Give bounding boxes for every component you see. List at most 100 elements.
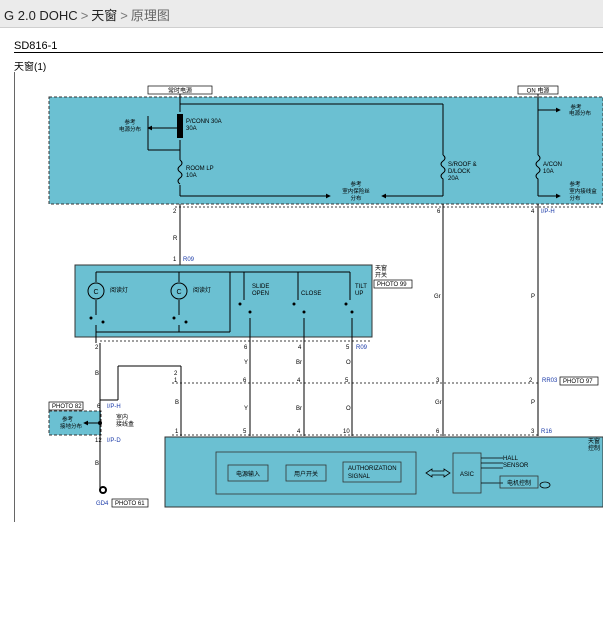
tilt-up-label-2: UP (355, 291, 363, 297)
photo-61-box (111, 498, 149, 508)
lamp-1-symbol: C (93, 289, 98, 296)
rr03-pin-4: 4 (297, 378, 301, 384)
ref-interior-fuse-1: 参考 (350, 180, 362, 188)
pin-6: 6 (437, 209, 441, 215)
power-input-label: 电源输入 (236, 470, 260, 478)
slide-open-label-2: OPEN (252, 291, 269, 297)
rr03-pin-2b: 2 (529, 378, 533, 384)
fuse-sroof-label-2: D/LOCK (448, 169, 470, 175)
title-rule (14, 52, 603, 53)
frame-left-border (14, 72, 15, 522)
wire-gr-2: Gr (435, 400, 442, 406)
pin-2: 2 (173, 209, 177, 215)
breadcrumb: G 2.0 DOHC>天窗>原理图 (0, 0, 603, 28)
fuse-sroof-rating: 20A (448, 176, 459, 182)
motor-control-block (499, 475, 539, 489)
wire-b-2: B (175, 400, 179, 406)
auth-signal-label-2: SIGNAL (348, 474, 371, 480)
rr03-pin-5: 5 (345, 378, 349, 384)
breadcrumb-section[interactable]: 天窗 (91, 8, 118, 23)
connector-r09: R09 (183, 257, 195, 263)
fuse-roomlp-icon (177, 159, 183, 185)
rr03-pin-1: 1 (174, 378, 178, 384)
ground-wiring (83, 399, 118, 488)
user-switch-block (285, 464, 327, 482)
r16-pin-6: 6 (436, 429, 440, 435)
hot-power-label: 常时电源 (168, 87, 192, 95)
r16-pin-4: 4 (297, 429, 301, 435)
sw-pin-4: 4 (298, 345, 302, 351)
connector-r16: R16 (541, 429, 553, 435)
switch-to-controller-wires (99, 343, 539, 436)
breadcrumb-separator: > (120, 8, 128, 23)
hall-sensor-label-1: HALL (503, 456, 519, 462)
controller-logic-frame (215, 451, 417, 495)
wire-y-1: Y (244, 360, 248, 366)
user-switch-label: 用户开关 (294, 470, 318, 478)
wire-br-1: Br (296, 360, 302, 366)
rr03-pin-2: 2 (174, 371, 178, 377)
photo-61: PHOTO 61 (115, 501, 145, 507)
fuse-acon-label: A/CON (543, 162, 562, 168)
connector-ipd: I/P-D (107, 438, 121, 444)
fuse-pconn (177, 114, 183, 138)
r16-pin-3: 3 (531, 429, 535, 435)
wire-br-2: Br (296, 406, 302, 412)
controller-title-2: 控制 (588, 444, 600, 452)
photo-97-box (559, 376, 599, 386)
asic-label: ASIC (460, 472, 475, 478)
r16-pin-10: 10 (343, 429, 350, 435)
close-label: CLOSE (301, 291, 321, 297)
asic-block (452, 452, 482, 494)
ref-power-dist-1: 参考 (124, 118, 136, 126)
ref-power-dist-2: 电源分布 (119, 125, 142, 133)
hall-sensor-wiring (481, 457, 503, 484)
slide-open-label-1: SLIDE (252, 284, 269, 290)
ref-interior-junction-2: 室内接线盒 (569, 187, 597, 195)
sunroof-switch-box (74, 264, 373, 338)
junction-splice-point (98, 421, 102, 425)
junction-pin-12: 12 (95, 438, 102, 444)
reading-lamp-2-icon (170, 282, 188, 300)
ref-interior-fuse-3: 分布 (350, 194, 362, 202)
switch-internal-wiring (95, 271, 353, 343)
fuse-roomlp-rating: 10A (186, 173, 197, 179)
main-wires (179, 204, 539, 380)
auth-signal-label-1: AUTHORIZATION (348, 466, 397, 472)
wire-color-gr: Gr (434, 294, 441, 300)
connector-r09b: R09 (356, 345, 368, 351)
lamp-1-label: 阅读灯 (110, 286, 128, 294)
photo-97: PHOTO 97 (563, 379, 593, 385)
sw-pin-2: 2 (95, 345, 99, 351)
junction-pin-6: 6 (97, 404, 101, 410)
wire-color-r: R (173, 236, 178, 242)
rr03-pin-6: 6 (243, 378, 247, 384)
switch-title-1: 天窗 (375, 264, 387, 272)
fuse-acon-icon (535, 154, 541, 196)
ground-gd4: GD4 (96, 501, 109, 507)
breadcrumb-engine[interactable]: G 2.0 DOHC (4, 8, 78, 23)
hall-sensor-label-2: SENSOR (503, 463, 529, 469)
sw-pin-6: 6 (244, 345, 248, 351)
photo-82: PHOTO 82 (52, 404, 82, 410)
ref-interior-junction-1: 参考 (569, 180, 581, 188)
r16-pin-1: 1 (175, 429, 179, 435)
tilt-up-label-1: TILT (355, 284, 367, 290)
ref-power-dist-right-2: 电源分布 (569, 109, 592, 117)
wire-o-1: O (346, 360, 351, 366)
fuse-pconn-rating: 30A (186, 126, 197, 132)
auth-signal-block (342, 461, 402, 483)
fuse-pconn-label: P/CONN 30A (186, 119, 222, 125)
switch-title-2: 开关 (375, 271, 387, 279)
connector-rr03: RR03 (542, 378, 558, 384)
r16-pin-5: 5 (243, 429, 247, 435)
on-power-label: ON 电源 (527, 87, 550, 95)
bidirectional-arrow-icon (425, 468, 451, 478)
reading-lamp-1-icon (87, 282, 105, 300)
motor-icon (539, 481, 551, 489)
controller-title-1: 天窗 (588, 437, 600, 445)
connector-iph: I/P-H (541, 209, 555, 215)
photo-99-box (373, 279, 413, 289)
ref-power-dist-right-1: 参考 (570, 103, 582, 111)
fuse-sroof-label-1: S/ROOF & (448, 162, 477, 168)
